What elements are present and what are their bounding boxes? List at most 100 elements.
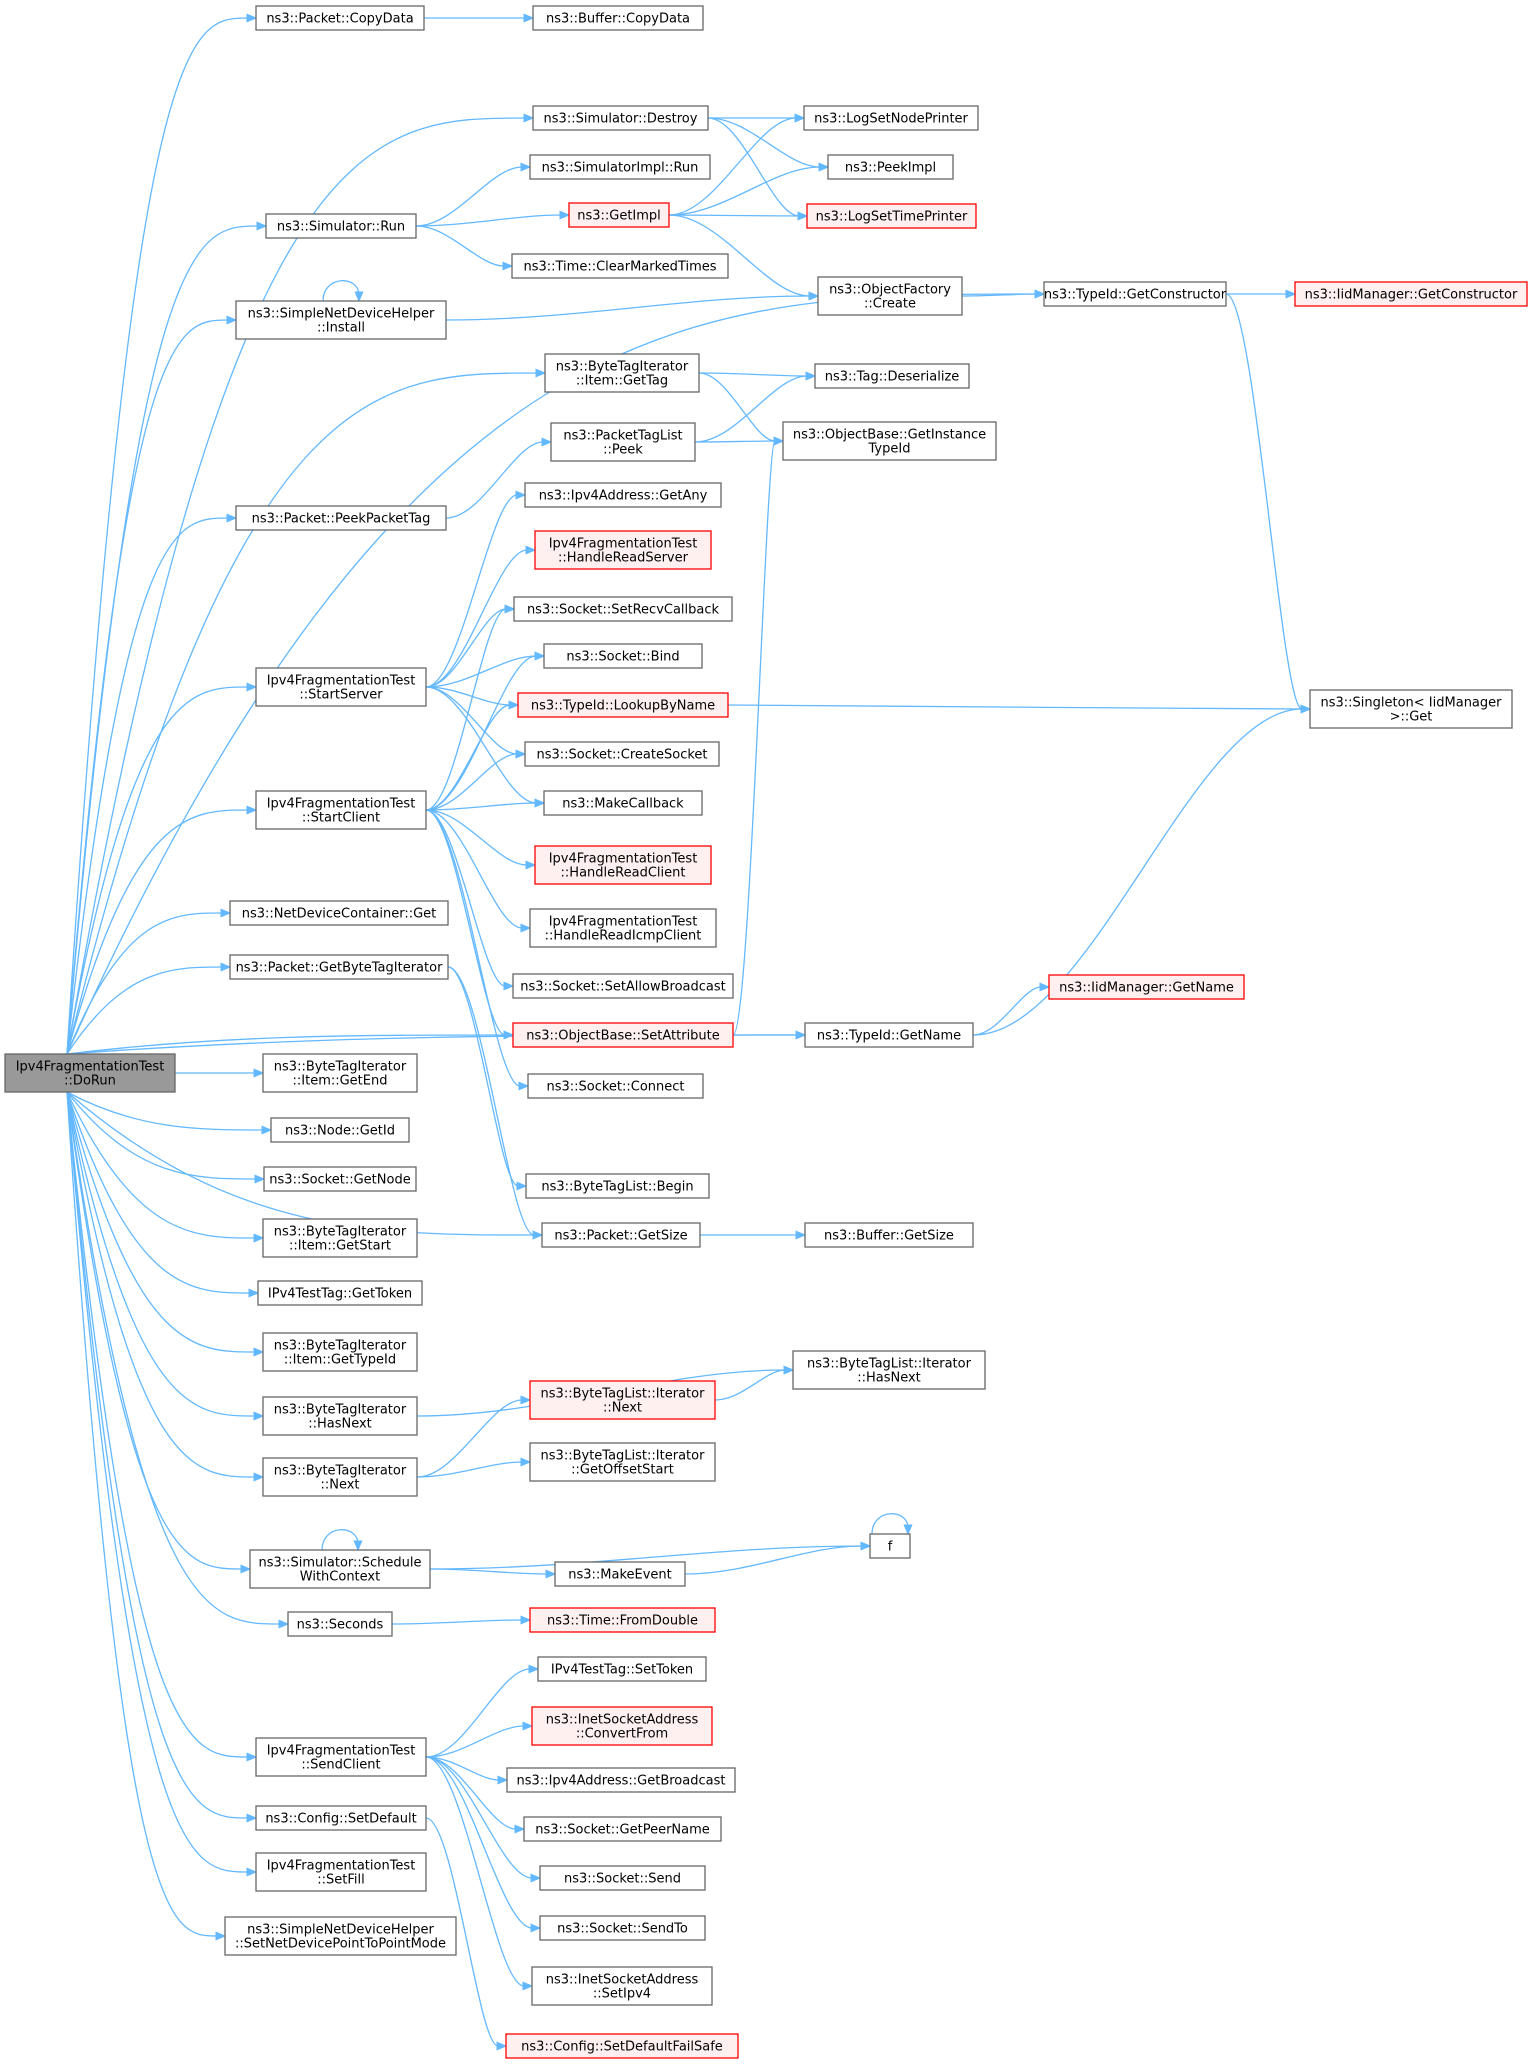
node-packet-copydata[interactable]: ns3::Packet::CopyData bbox=[255, 5, 425, 31]
node-label: ns3::Singleton< IidManager bbox=[1320, 696, 1502, 711]
node-bti-hasnext[interactable]: ns3::ByteTagIterator::HasNext bbox=[262, 1396, 418, 1436]
node-handle-read-server[interactable]: Ipv4FragmentationTest::HandleReadServer bbox=[534, 530, 712, 570]
node-simimpl-run[interactable]: ns3::SimulatorImpl::Run bbox=[529, 154, 711, 180]
node-seconds[interactable]: ns3::Seconds bbox=[287, 1611, 393, 1637]
node-box bbox=[255, 790, 427, 830]
node-handle-read-client[interactable]: Ipv4FragmentationTest::HandleReadClient bbox=[534, 845, 712, 885]
node-testtag-settoken[interactable]: IPv4TestTag::SetToken bbox=[537, 1656, 707, 1682]
node-sock-create[interactable]: ns3::Socket::CreateSocket bbox=[524, 741, 720, 767]
node-sock-set-recv-cb[interactable]: ns3::Socket::SetRecvCallback bbox=[513, 596, 733, 622]
node-buffer-getsize[interactable]: ns3::Buffer::GetSize bbox=[804, 1222, 974, 1248]
edge-line bbox=[321, 1529, 359, 1551]
node-btl-begin[interactable]: ns3::ByteTagList::Begin bbox=[525, 1173, 710, 1199]
edge-bti_item_gettag-to-ob_get_instance_typeid bbox=[698, 372, 785, 446]
edge-line bbox=[66, 1091, 218, 1937]
edge-make_event-to-f bbox=[684, 1541, 872, 1575]
node-object-factory-create[interactable]: ns3::ObjectFactory::Create bbox=[817, 276, 963, 316]
node-make-callback[interactable]: ns3::MakeCallback bbox=[543, 790, 703, 816]
node-typeid-getctor[interactable]: ns3::TypeId::GetConstructor bbox=[1043, 281, 1227, 307]
node-typeid-getname[interactable]: ns3::TypeId::GetName bbox=[804, 1022, 974, 1048]
node-log-node-printer[interactable]: ns3::LogSetNodePrinter bbox=[803, 105, 979, 131]
node-sock-connect[interactable]: ns3::Socket::Connect bbox=[527, 1073, 704, 1099]
node-sndh-set-p2p[interactable]: ns3::SimpleNetDeviceHelper::SetNetDevice… bbox=[224, 1916, 457, 1956]
node-isa-convertfrom[interactable]: ns3::InetSocketAddress::ConvertFrom bbox=[531, 1706, 713, 1746]
node-label: ns3::InetSocketAddress bbox=[546, 1973, 699, 1988]
node-sock-getpeername[interactable]: ns3::Socket::GetPeerName bbox=[523, 1816, 722, 1842]
node-box bbox=[524, 482, 722, 508]
node-label: ::Item::GetTag bbox=[576, 374, 668, 389]
node-btl-it-hasnext[interactable]: ns3::ByteTagList::Iterator::HasNext bbox=[792, 1350, 986, 1390]
node-f[interactable]: f bbox=[869, 1533, 911, 1559]
node-config-setdefault[interactable]: ns3::Config::SetDefault bbox=[255, 1805, 427, 1831]
edge-line bbox=[425, 655, 537, 688]
node-box bbox=[532, 105, 709, 131]
node-sock-bind[interactable]: ns3::Socket::Bind bbox=[543, 643, 703, 669]
node-packet-peek-tag[interactable]: ns3::Packet::PeekPacketTag bbox=[235, 505, 447, 531]
node-sim-run[interactable]: ns3::Simulator::Run bbox=[265, 213, 417, 239]
node-bti-item-gettypeid[interactable]: ns3::ByteTagIterator::Item::GetTypeId bbox=[262, 1332, 418, 1372]
node-start-client[interactable]: Ipv4FragmentationTest::StartClient bbox=[255, 790, 427, 830]
node-sock-getnode[interactable]: ns3::Socket::GetNode bbox=[263, 1166, 417, 1192]
node-ob-set-attr[interactable]: ns3::ObjectBase::SetAttribute bbox=[512, 1022, 734, 1048]
node-time-fromdouble[interactable]: ns3::Time::FromDouble bbox=[529, 1607, 716, 1633]
node-get-impl[interactable]: ns3::GetImpl bbox=[568, 202, 670, 228]
node-bti-item-gettag[interactable]: ns3::ByteTagIterator::Item::GetTag bbox=[544, 353, 700, 393]
node-packet-get-bti[interactable]: ns3::Packet::GetByteTagIterator bbox=[229, 954, 449, 980]
node-typeid-lookup[interactable]: ns3::TypeId::LookupByName bbox=[517, 692, 729, 718]
node-box bbox=[543, 643, 703, 669]
node-bti-item-getend[interactable]: ns3::ByteTagIterator::Item::GetEnd bbox=[262, 1053, 418, 1093]
node-ipv4-getbroadcast[interactable]: ns3::Ipv4Address::GetBroadcast bbox=[506, 1767, 736, 1793]
node-bti-next[interactable]: ns3::ByteTagIterator::Next bbox=[262, 1457, 418, 1497]
edge-line bbox=[425, 753, 518, 811]
node-label: ns3::ByteTagIterator bbox=[274, 1464, 407, 1479]
edge-line bbox=[668, 214, 800, 217]
node-packet-getsize[interactable]: ns3::Packet::GetSize bbox=[541, 1222, 701, 1248]
edge-typeid_lookup-to-singleton_get bbox=[727, 704, 1312, 714]
node-tag-deserialize[interactable]: ns3::Tag::Deserialize bbox=[814, 363, 970, 389]
node-peek-impl[interactable]: ns3::PeekImpl bbox=[827, 154, 954, 180]
edge-arrowhead bbox=[248, 1288, 260, 1298]
node-btl-it-getoffset[interactable]: ns3::ByteTagList::Iterator::GetOffsetSta… bbox=[529, 1442, 716, 1482]
edge-root-to-node_getid bbox=[66, 1091, 273, 1135]
node-testtag-gettoken[interactable]: IPv4TestTag::GetToken bbox=[257, 1280, 423, 1306]
node-sock-set-allow-bcast[interactable]: ns3::Socket::SetAllowBroadcast bbox=[512, 973, 734, 999]
node-sndh-install[interactable]: ns3::SimpleNetDeviceHelper::Install bbox=[235, 300, 447, 340]
node-send-client[interactable]: Ipv4FragmentationTest::SendClient bbox=[255, 1737, 427, 1777]
node-node-getid[interactable]: ns3::Node::GetId bbox=[270, 1117, 410, 1143]
node-label: ns3::ObjectFactory bbox=[829, 283, 951, 298]
node-btl-it-next[interactable]: ns3::ByteTagList::Iterator::Next bbox=[529, 1380, 716, 1420]
node-ipv4-getany[interactable]: ns3::Ipv4Address::GetAny bbox=[524, 482, 722, 508]
node-label: ns3::Ipv4Address::GetBroadcast bbox=[517, 1774, 726, 1789]
node-make-event[interactable]: ns3::MakeEvent bbox=[554, 1561, 686, 1587]
node-setfill[interactable]: Ipv4FragmentationTest::SetFill bbox=[255, 1852, 427, 1892]
node-clear-marked[interactable]: ns3::Time::ClearMarkedTimes bbox=[511, 253, 729, 279]
node-isa-setipv4[interactable]: ns3::InetSocketAddress::SetIpv4 bbox=[531, 1966, 713, 2006]
edge-start_server-to-handle_read_server bbox=[425, 545, 537, 688]
node-ndc-get[interactable]: ns3::NetDeviceContainer::Get bbox=[229, 900, 449, 926]
node-sock-send[interactable]: ns3::Socket::Send bbox=[539, 1865, 706, 1891]
edge-arrowhead bbox=[541, 437, 553, 447]
edge-root-to-packet_copydata bbox=[66, 13, 258, 1055]
edge-root-to-sim_run bbox=[66, 221, 268, 1055]
edge-line bbox=[668, 166, 821, 216]
node-start-server[interactable]: Ipv4FragmentationTest::StartServer bbox=[255, 667, 427, 707]
node-config-setdefault-failsafe[interactable]: ns3::Config::SetDefaultFailSafe bbox=[505, 2033, 739, 2059]
node-ptl-peek[interactable]: ns3::PacketTagList::Peek bbox=[550, 422, 696, 462]
node-iid-getname[interactable]: ns3::IidManager::GetName bbox=[1048, 974, 1245, 1000]
node-label: ::SetIpv4 bbox=[593, 1987, 651, 2002]
node-label: ns3::Buffer::GetSize bbox=[824, 1229, 954, 1244]
node-log-time-printer[interactable]: ns3::LogSetTimePrinter bbox=[806, 203, 977, 229]
node-sock-sendto[interactable]: ns3::Socket::SendTo bbox=[539, 1915, 706, 1941]
node-bti-item-getstart[interactable]: ns3::ByteTagIterator::Item::GetStart bbox=[262, 1218, 418, 1258]
node-singleton-get[interactable]: ns3::Singleton< IidManager >::Get bbox=[1309, 689, 1513, 729]
node-handle-read-icmp[interactable]: Ipv4FragmentationTest::HandleReadIcmpCli… bbox=[529, 908, 717, 948]
edges-layer bbox=[66, 13, 1312, 2051]
node-box bbox=[814, 363, 970, 389]
node-box bbox=[265, 213, 417, 239]
edge-arrowhead bbox=[226, 513, 238, 523]
node-sim-destroy[interactable]: ns3::Simulator::Destroy bbox=[532, 105, 709, 131]
node-buffer-copydata[interactable]: ns3::Buffer::CopyData bbox=[532, 5, 704, 31]
node-iid-getctor[interactable]: ns3::IidManager::GetConstructor bbox=[1294, 281, 1528, 307]
